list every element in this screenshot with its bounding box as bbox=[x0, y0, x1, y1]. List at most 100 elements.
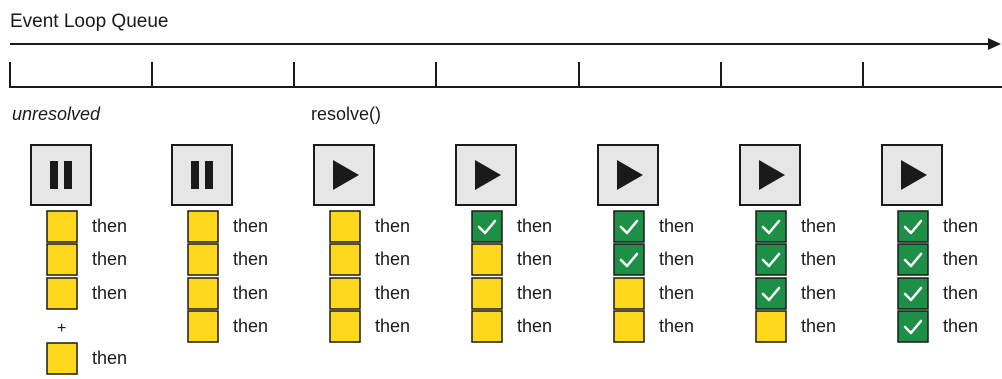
then-label: then bbox=[92, 348, 127, 368]
promise-control-2 bbox=[171, 144, 233, 206]
then-label: then bbox=[801, 283, 836, 303]
unresolved-label: unresolved bbox=[12, 104, 101, 124]
then-label: then bbox=[659, 249, 694, 269]
checkmark-icon bbox=[619, 219, 639, 235]
pending-square bbox=[329, 243, 361, 276]
promise-control-6 bbox=[739, 144, 801, 206]
diagram-title: Event Loop Queue bbox=[10, 11, 168, 32]
then-label: then bbox=[943, 283, 978, 303]
pending-square bbox=[471, 277, 503, 310]
pending-square bbox=[329, 210, 361, 243]
then-label: then bbox=[517, 216, 552, 236]
then-callback-2-2: then bbox=[187, 243, 268, 276]
then-label: then bbox=[943, 249, 978, 269]
pending-square bbox=[46, 342, 78, 375]
fulfilled-square bbox=[613, 243, 645, 276]
queue-column-7: then then then then bbox=[881, 144, 978, 343]
pending-square bbox=[329, 310, 361, 343]
plus-sign: + bbox=[57, 320, 66, 337]
then-callback-4-3: then bbox=[471, 277, 552, 310]
then-label: then bbox=[801, 316, 836, 336]
timeline-arrow bbox=[10, 38, 1001, 50]
then-callback-6-4: then bbox=[755, 310, 836, 343]
then-callback-5-2: then bbox=[613, 243, 694, 276]
fulfilled-square bbox=[755, 243, 787, 276]
then-label: then bbox=[659, 283, 694, 303]
then-label: then bbox=[375, 249, 410, 269]
fulfilled-square bbox=[897, 277, 929, 310]
pending-square bbox=[471, 243, 503, 276]
promise-control-4 bbox=[455, 144, 517, 206]
then-callback-6-3: then bbox=[755, 277, 836, 310]
pending-square bbox=[613, 277, 645, 310]
then-label: then bbox=[92, 283, 127, 303]
control-frame bbox=[171, 144, 233, 206]
then-label: then bbox=[659, 216, 694, 236]
then-label: then bbox=[943, 316, 978, 336]
then-label: then bbox=[801, 216, 836, 236]
pending-square bbox=[471, 310, 503, 343]
checkmark-icon bbox=[903, 252, 923, 268]
then-callback-7-1: then bbox=[897, 210, 978, 243]
pending-square bbox=[46, 277, 78, 310]
checkmark-icon bbox=[903, 286, 923, 302]
then-label: then bbox=[517, 283, 552, 303]
fulfilled-square bbox=[613, 210, 645, 243]
then-callback-4-2: then bbox=[471, 243, 552, 276]
checkmark-icon bbox=[619, 252, 639, 268]
checkmark-icon bbox=[761, 219, 781, 235]
then-label: then bbox=[233, 283, 268, 303]
added-then-callback: + then bbox=[46, 320, 127, 375]
promise-control-7 bbox=[881, 144, 943, 206]
then-callback-1-1: then bbox=[46, 210, 127, 243]
then-callback-6-1: then bbox=[755, 210, 836, 243]
then-label: then bbox=[943, 216, 978, 236]
checkmark-icon bbox=[761, 252, 781, 268]
queue-column-5: then then then then bbox=[597, 144, 694, 343]
then-callback-2-3: then bbox=[187, 277, 268, 310]
pending-square bbox=[46, 210, 78, 243]
pending-square bbox=[613, 310, 645, 343]
then-callback-7-3: then bbox=[897, 277, 978, 310]
then-label: then bbox=[375, 283, 410, 303]
then-callback-2-1: then bbox=[187, 210, 268, 243]
then-label: then bbox=[233, 249, 268, 269]
fulfilled-square bbox=[897, 310, 929, 343]
then-callback-1-2: then bbox=[46, 243, 127, 276]
play-icon bbox=[475, 160, 501, 190]
play-icon bbox=[759, 160, 785, 190]
fulfilled-square bbox=[897, 243, 929, 276]
pause-icon bbox=[191, 161, 213, 189]
pause-bar-right bbox=[64, 161, 72, 189]
queue-column-1: then then then + then bbox=[30, 144, 127, 375]
then-callback-5-1: then bbox=[613, 210, 694, 243]
pending-square bbox=[187, 277, 219, 310]
then-label: then bbox=[659, 316, 694, 336]
promise-control-5 bbox=[597, 144, 659, 206]
pause-bar-right bbox=[205, 161, 213, 189]
then-label: then bbox=[92, 216, 127, 236]
pause-bar-left bbox=[50, 161, 58, 189]
fulfilled-square bbox=[471, 210, 503, 243]
play-icon bbox=[333, 160, 359, 190]
queue-columns: thenthenthen+thenthenthenthenthenthenthe… bbox=[30, 144, 978, 375]
promise-control-1 bbox=[30, 144, 92, 206]
play-icon bbox=[617, 160, 643, 190]
then-callback-3-4: then bbox=[329, 310, 410, 343]
then-callback-5-3: then bbox=[613, 277, 694, 310]
timeline-arrowhead bbox=[988, 38, 1001, 50]
checkmark-icon bbox=[477, 219, 497, 235]
then-label: then bbox=[517, 249, 552, 269]
fulfilled-square bbox=[897, 210, 929, 243]
checkmark-icon bbox=[761, 286, 781, 302]
pending-square bbox=[755, 310, 787, 343]
checkmark-icon bbox=[903, 219, 923, 235]
fulfilled-square bbox=[755, 277, 787, 310]
then-callback-1-3: then bbox=[46, 277, 127, 310]
then-label: then bbox=[233, 216, 268, 236]
then-callback-3-2: then bbox=[329, 243, 410, 276]
pause-bar-left bbox=[191, 161, 199, 189]
pending-square bbox=[46, 243, 78, 276]
